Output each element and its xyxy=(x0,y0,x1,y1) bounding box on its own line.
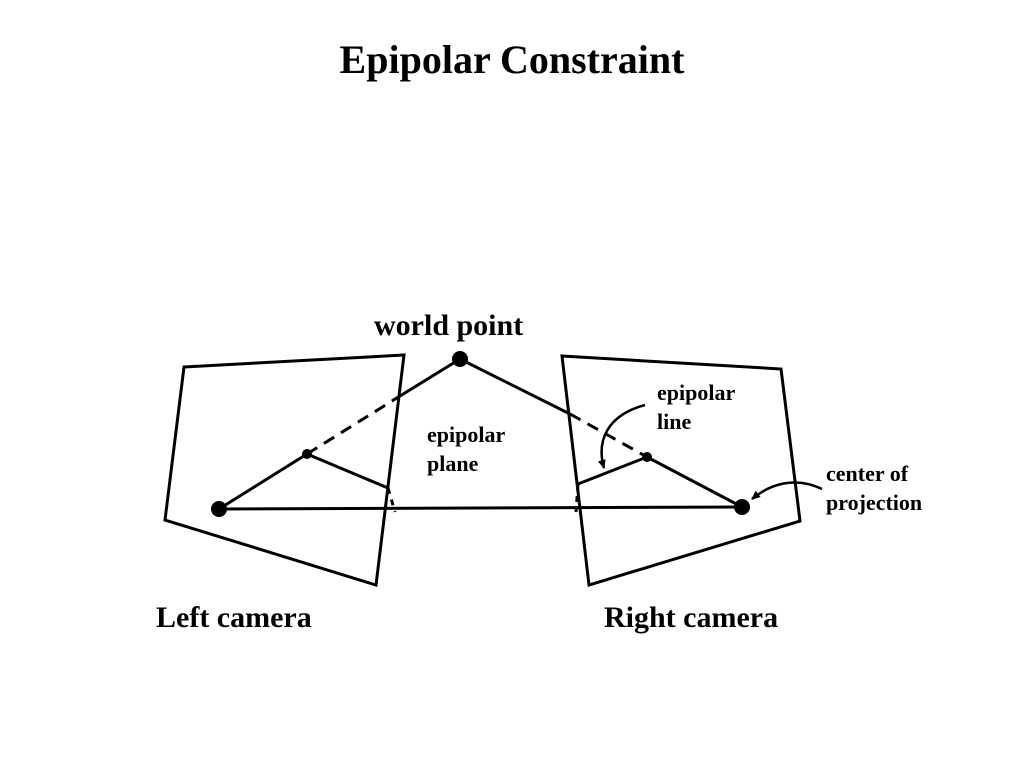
center-of-projection-arrow xyxy=(751,481,823,500)
left-image-point xyxy=(302,449,312,459)
right-ray-outside xyxy=(459,357,571,416)
right-epipolar-line xyxy=(577,455,648,486)
world-point-dot xyxy=(452,351,468,367)
left-image-plane xyxy=(163,353,406,587)
left-epipolar-continuation xyxy=(386,487,397,513)
left-ray-inside xyxy=(218,452,308,511)
left-epipolar-line xyxy=(306,452,389,490)
center-of-projection-label: center of projection xyxy=(826,461,923,515)
right-ray-inside xyxy=(646,455,743,509)
left-camera-label: Left camera xyxy=(156,601,312,634)
world-point-label: world point xyxy=(374,309,524,342)
left-center-dot xyxy=(211,501,227,517)
page-title: Epipolar Constraint xyxy=(339,37,685,82)
right-camera-label: Right camera xyxy=(604,601,779,634)
epipolar-line-label: epipolar line xyxy=(657,380,736,434)
right-center-dot xyxy=(734,499,750,515)
epipolar-line-arrow xyxy=(597,403,646,469)
left-ray-dashed xyxy=(306,394,401,456)
right-ray-dashed xyxy=(569,412,648,459)
epipolar-plane-label: epipolar plane xyxy=(427,422,506,476)
right-epipolar-continuation xyxy=(574,483,580,513)
left-ray-outside xyxy=(399,357,461,398)
baseline xyxy=(218,505,743,511)
right-image-point xyxy=(642,452,652,462)
